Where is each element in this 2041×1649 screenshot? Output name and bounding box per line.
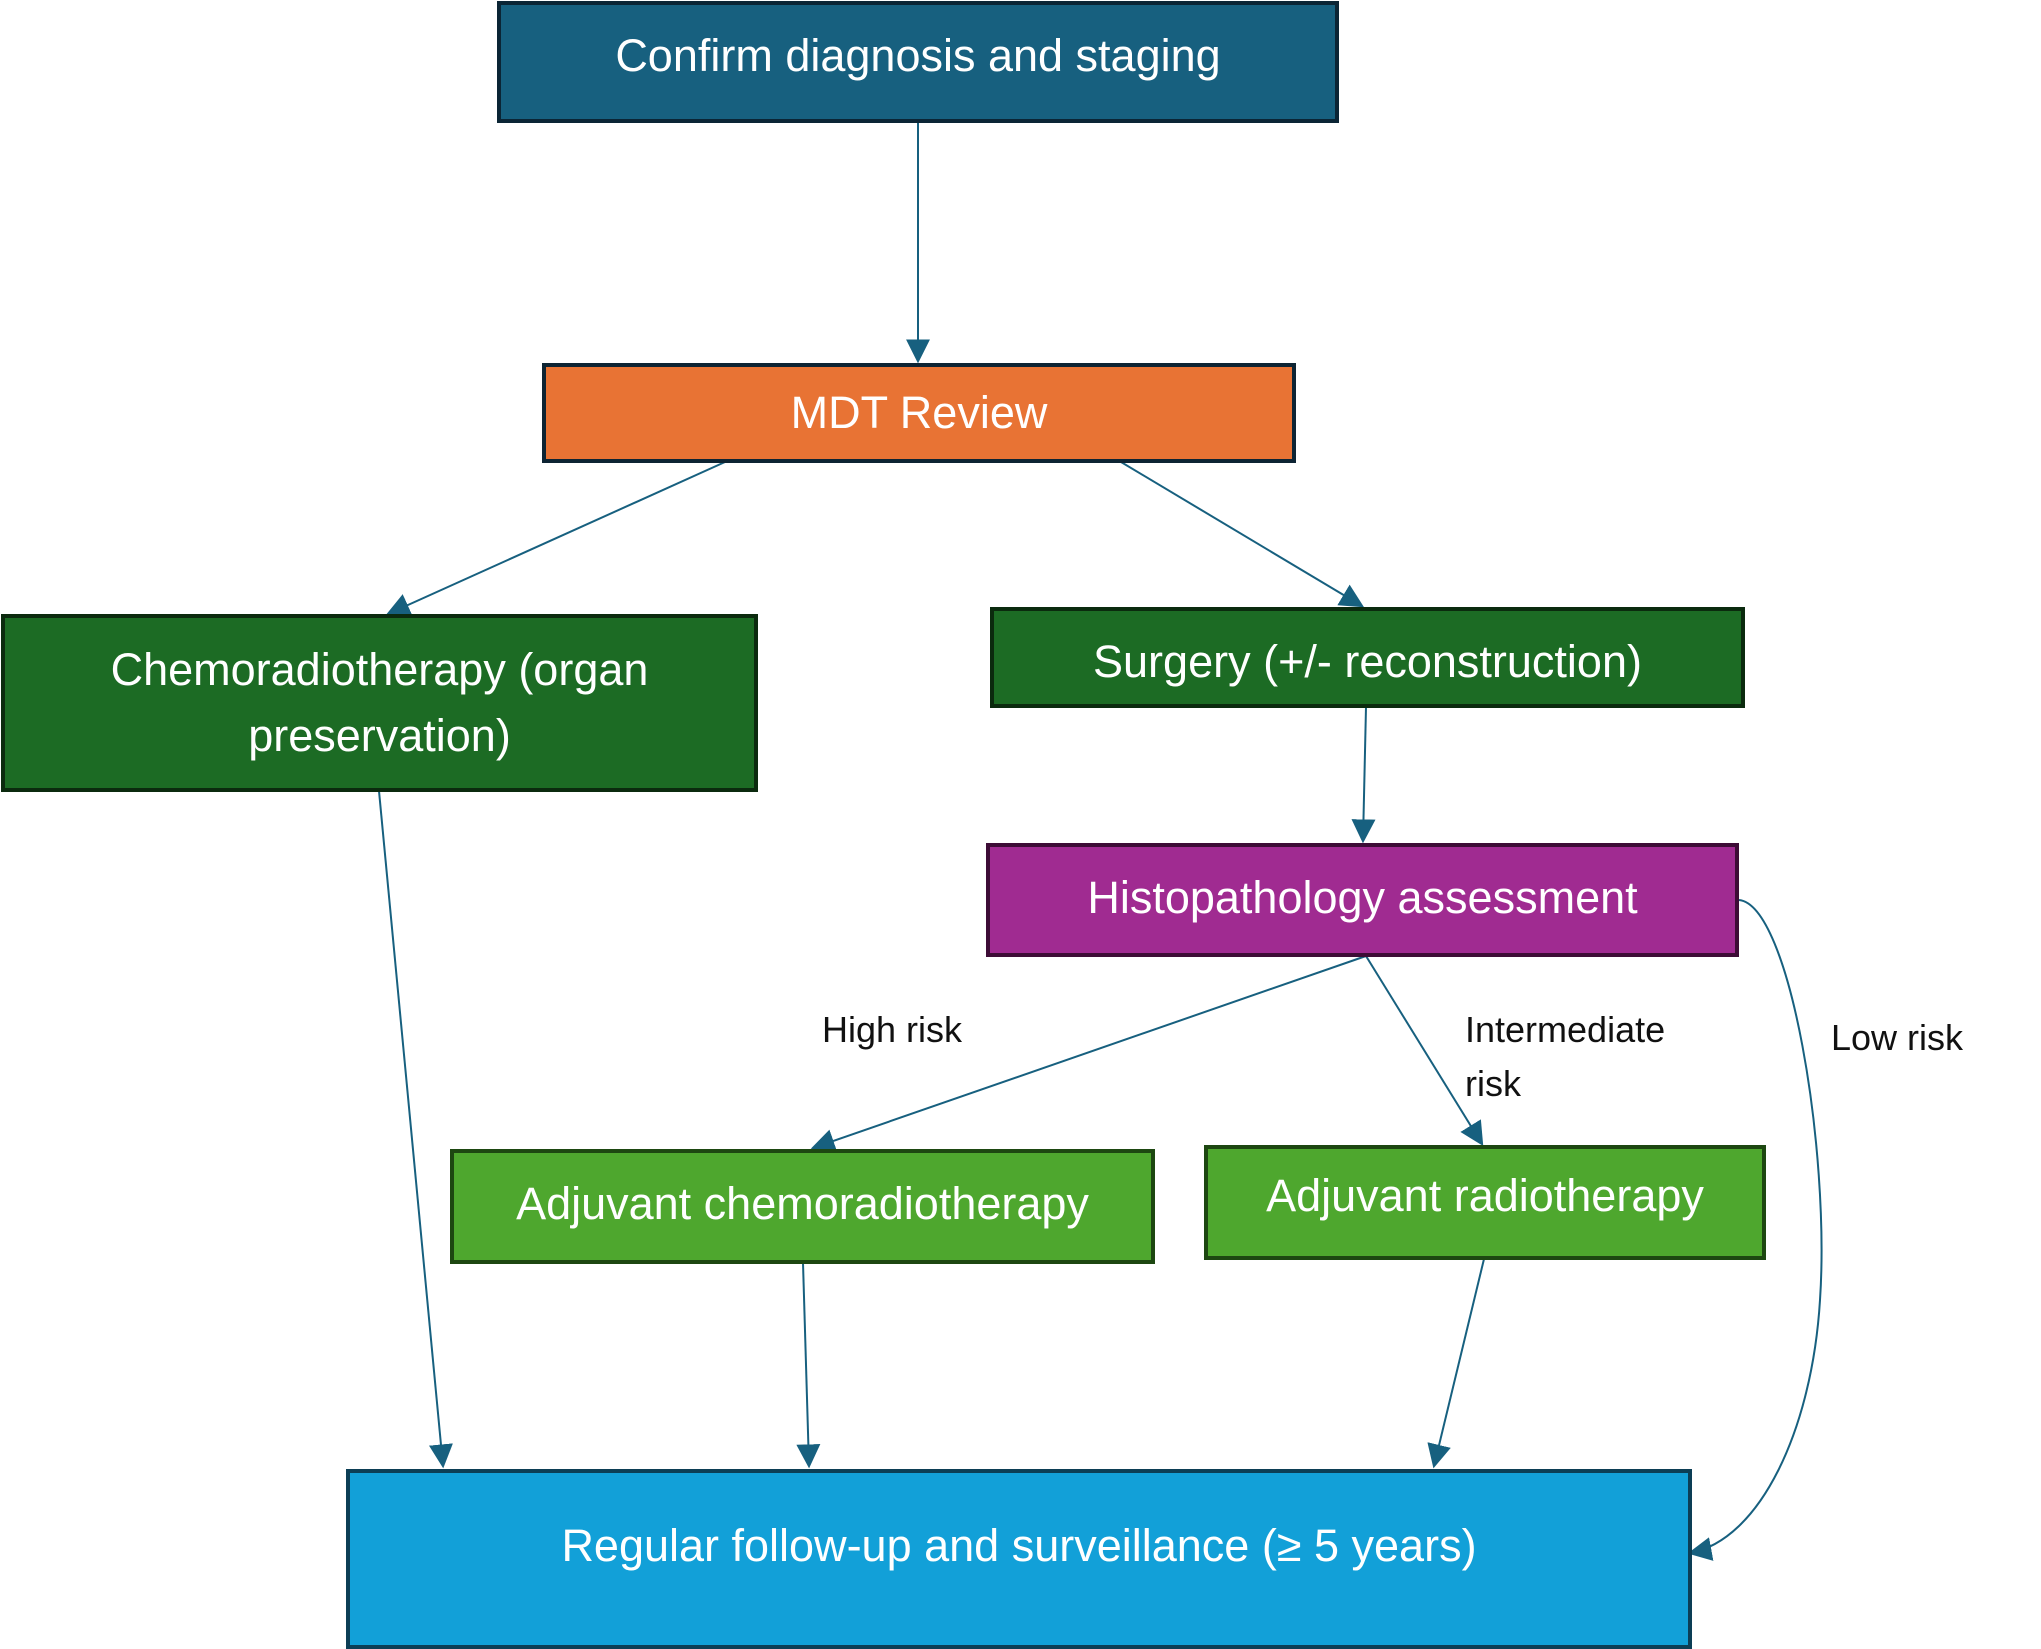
adjuvant-radiotherapy-label: Adjuvant radiotherapy [1266,1170,1704,1221]
confirm-diagnosis-label: Confirm diagnosis and staging [615,30,1221,81]
arrow-histo-to-adj-rt [1365,955,1484,1147]
mdt-review-node: MDT Review [542,363,1296,463]
arrow-adj-chemo-to-followup [796,1262,821,1469]
edge-label-low-risk: Low risk [1831,1017,1964,1058]
confirm-diagnosis-node: Confirm diagnosis and staging [497,1,1339,123]
adjuvant-chemoradiotherapy-node: Adjuvant chemoradiotherapy [450,1149,1155,1264]
arrow-adj-rt-to-followup [1427,1258,1485,1469]
edge-label-intermediate-risk-line2: risk [1465,1063,1521,1104]
mdt-review-label: MDT Review [790,387,1048,438]
chemoradiotherapy-node: Chemoradiotherapy (organ preservation) [1,614,758,792]
arrow-mdt-to-chemo [385,461,726,617]
surgery-node: Surgery (+/- reconstruction) [990,607,1745,708]
edge-label-high-risk: High risk [822,1009,963,1050]
follow-up-node: Regular follow-up and surveillance (≥ 5 … [346,1469,1692,1649]
histopathology-node: Histopathology assessment [986,843,1739,957]
edge-label-intermediate-risk-line1: Intermediate [1465,1009,1666,1050]
surgery-label: Surgery (+/- reconstruction) [1093,636,1642,687]
adjuvant-radiotherapy-node: Adjuvant radiotherapy [1204,1145,1766,1260]
histopathology-label: Histopathology assessment [1087,872,1638,923]
follow-up-label: Regular follow-up and surveillance (≥ 5 … [561,1520,1477,1571]
arrow-chemo-to-followup [378,790,453,1469]
arrow-histo-to-adj-chemo [810,955,1367,1153]
arrow-mdt-to-surgery [1115,458,1365,608]
arrow-surgery-to-histo [1351,706,1376,844]
arrow-histo-to-followup-low-risk [1687,899,1823,1561]
adjuvant-chemoradiotherapy-label: Adjuvant chemoradiotherapy [516,1178,1089,1229]
chemoradiotherapy-label: Chemoradiotherapy (organ preservation) [110,644,649,761]
